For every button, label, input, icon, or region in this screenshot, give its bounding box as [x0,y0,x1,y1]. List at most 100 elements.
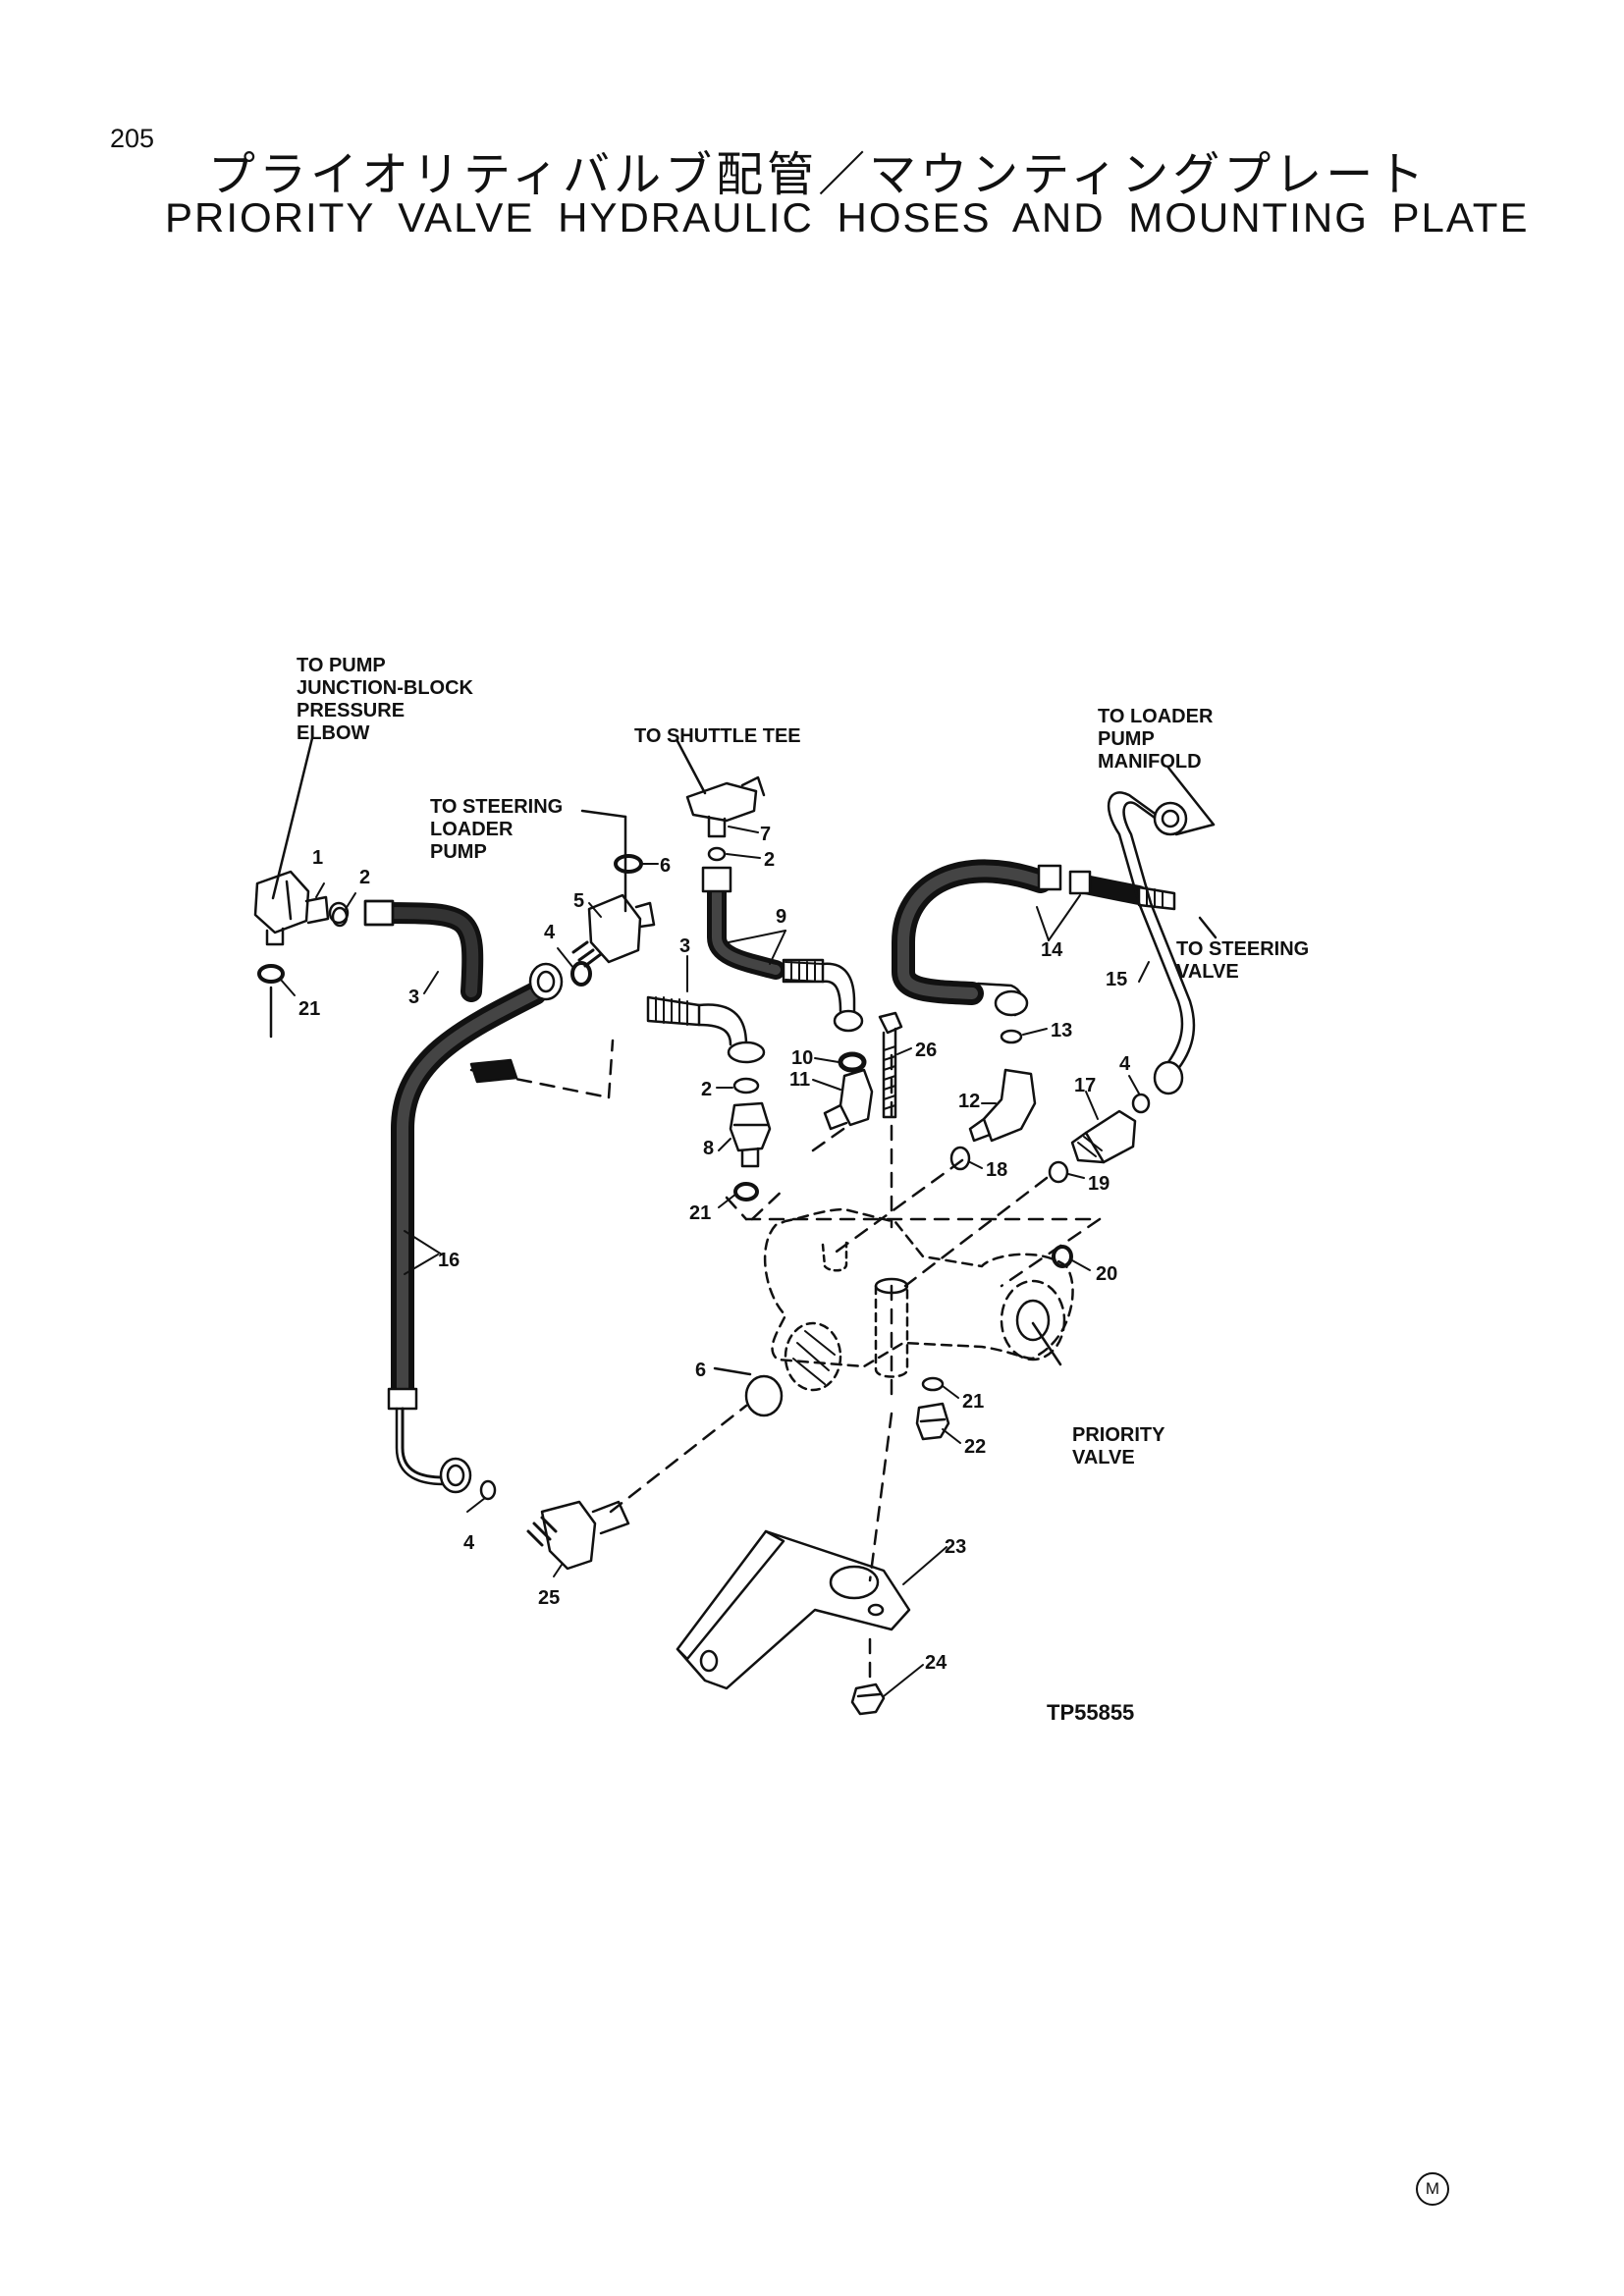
callout-label: 4 [1119,1053,1131,1075]
part-17-fitting [1070,1109,1137,1164]
part-2-o-ring-mid [732,1077,760,1095]
part-23-mounting-plate [676,1529,911,1690]
callout-label: 18 [986,1159,1007,1181]
callout-label: 1 [312,847,323,869]
note-steering-valve: TO STEERING VALVE [1176,938,1309,983]
part-19-o-ring [1048,1160,1069,1184]
callout-label: 2 [359,867,370,888]
note-line: VALVE [1176,961,1239,983]
callout-label: 9 [776,906,786,928]
page-title: PRIORITY VALVE HYDRAULIC HOSES AND MOUNT… [165,194,1530,240]
callout-label: 25 [538,1587,560,1609]
note-line: PUMP [1098,728,1155,750]
part-8-adapter [729,1101,772,1168]
part-18-o-ring [949,1146,971,1171]
note-line: VALVE [1072,1447,1135,1468]
part-6-o-ring [614,854,643,874]
part-15-steel-line [1108,791,1196,1095]
note-line: TO STEERING [1176,938,1309,960]
callout-label: 19 [1088,1173,1110,1195]
note-priority-valve: PRIORITY VALVE [1072,1424,1165,1468]
callout-label: 16 [438,1250,460,1271]
callout-label: 24 [925,1652,947,1674]
part-7-tee [685,775,766,838]
priority-valve-body [763,1207,1074,1392]
note-shuttle-tee: TO SHUTTLE TEE [634,725,801,747]
part-2-o-ring [331,906,349,928]
part-22-plug [915,1402,950,1441]
callout-label: 17 [1074,1075,1096,1096]
flow-arrow [469,1058,518,1084]
part-16-hose [387,962,564,1494]
part-25-elbow [526,1500,630,1571]
note-line: TO SHUTTLE TEE [634,725,801,747]
part-21-o-ring-low [921,1376,945,1392]
page-title-japanese: プライオリティバルブ配管／マウンティングプレート [208,147,1429,202]
part-26-bolt [878,1011,903,1119]
callout-label: 23 [945,1536,966,1558]
part-13-o-ring [1000,1029,1023,1044]
note-line: TO PUMP [297,655,386,676]
drawing-id: TP55855 [1047,1700,1134,1725]
note-line: TO STEERING [430,796,563,818]
callout-label: 13 [1051,1020,1072,1041]
callout-label: 4 [463,1532,475,1554]
part-3-hose-left [363,899,484,1002]
callout-label: 21 [962,1391,984,1413]
part-14-hose [892,859,1176,1017]
part-11-fitting [823,1068,874,1131]
part-4-o-ring [570,961,592,987]
part-10-o-ring [838,1051,867,1073]
note-line: ELBOW [297,722,370,744]
part-24-nut [850,1682,886,1716]
part-21-o-ring-mid [733,1182,759,1201]
note-line: LOADER [430,819,514,840]
note-line: PRESSURE [297,700,405,721]
callout-label: 8 [703,1138,714,1159]
callout-label: 12 [958,1091,980,1112]
callout-leaders [280,826,1150,1697]
callout-label: 21 [298,998,320,1020]
callout-label: 4 [544,922,556,943]
callout-label: 3 [679,935,690,957]
callout-label: 2 [764,849,775,871]
part-5-elbow [571,893,656,968]
part-21-o-ring [257,964,285,984]
page-number: 205 [110,124,155,153]
note-line: PUMP [430,841,487,863]
part-3-hose-right [646,995,766,1064]
part-4-o-ring-low [479,1479,497,1501]
callout-label: 11 [789,1069,810,1091]
part-2-o-ring-upper [707,846,727,862]
part-12-elbow [968,1068,1037,1143]
part-9-hose [701,866,864,1033]
part-20-o-ring [1052,1245,1073,1268]
note-pump-junction: TO PUMP JUNCTION-BLOCK PRESSURE ELBOW [297,655,474,744]
note-line: JUNCTION-BLOCK [297,677,474,699]
callout-label: 26 [915,1040,937,1061]
note-line: PRIORITY [1072,1424,1165,1446]
callout-label: 2 [701,1079,712,1100]
callout-label: 21 [689,1202,711,1224]
note-line: MANIFOLD [1098,751,1202,773]
routing-dashes [469,1039,1102,1681]
note-leaders [271,736,1218,1366]
part-4-o-ring-right [1131,1093,1151,1114]
callout-label: 5 [573,890,584,912]
callout-label: 6 [660,855,671,877]
publisher-mark: M [1416,2172,1449,2206]
callout-label: 20 [1096,1263,1117,1285]
callout-label: 6 [695,1360,706,1381]
note-loader-pump-manifold: TO LOADER PUMP MANIFOLD [1098,706,1214,773]
callout-label: 22 [964,1436,986,1458]
callout-label: 10 [791,1047,813,1069]
callout-numbers: 1 2 21 3 4 5 6 7 2 9 3 10 26 11 2 8 21 1… [298,824,1131,1674]
callout-label: 15 [1106,969,1127,990]
note-steering-loader-pump: TO STEERING LOADER PUMP [430,796,563,863]
callout-label: 7 [760,824,771,845]
part-6-o-ring-large [744,1374,784,1417]
callout-label: 3 [408,987,419,1008]
part-1-elbow [253,870,350,946]
note-line: TO LOADER [1098,706,1214,727]
